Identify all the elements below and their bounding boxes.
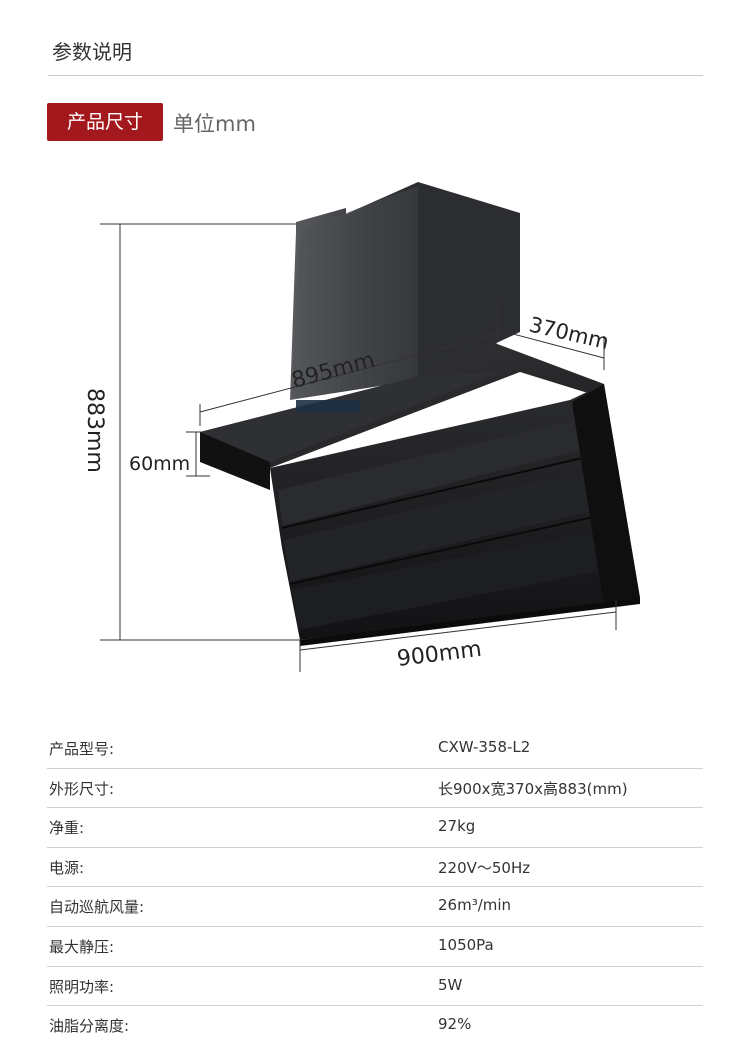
spec-key: 电源: (49, 858, 85, 877)
spec-key: 最大静压: (49, 937, 115, 956)
spec-key: 自动巡航风量: (49, 898, 145, 917)
range-hood-diagram: 883mm 60mm 895mm 370mm 900mm (82, 182, 640, 672)
spec-row: 自动巡航风量: 26m³/min (47, 887, 703, 927)
spec-row: 最大静压: 1050Pa (47, 927, 703, 967)
spec-value: 92% (438, 1015, 472, 1034)
spec-value: 长900x宽370x高883(mm) (438, 779, 628, 798)
height-dimension: 883mm (82, 223, 300, 641)
unit-label: 单位mm (173, 112, 256, 136)
spec-table: 产品型号: CXW-358-L2 外形尺寸: 长900x宽370x高883(mm… (47, 729, 703, 1045)
front-height-dimension: 60mm (129, 431, 210, 477)
spec-row: 产品型号: CXW-358-L2 (47, 729, 703, 769)
front-height-label: 60mm (129, 453, 190, 475)
spec-key: 油脂分离度: (49, 1017, 130, 1036)
title-divider (48, 75, 703, 76)
spec-row: 外形尺寸: 长900x宽370x高883(mm) (47, 769, 703, 809)
spec-value: 5W (438, 975, 463, 994)
height-label: 883mm (82, 388, 107, 473)
spec-value: 220V～50Hz (438, 858, 531, 877)
dimensions-badge: 产品尺寸 (47, 103, 163, 141)
spec-key: 外形尺寸: (49, 779, 115, 798)
spec-row: 净重: 27kg (47, 808, 703, 848)
spec-key: 产品型号: (49, 740, 115, 758)
depth-label: 370mm (527, 312, 611, 354)
hood-canopy (200, 342, 604, 490)
spec-row: 电源: 220V～50Hz (47, 848, 703, 888)
spec-key: 净重: (49, 819, 85, 838)
spec-value: 1050Pa (438, 935, 494, 954)
spec-row: 油脂分离度: 92% (47, 1006, 703, 1045)
spec-value: 26m³/min (438, 896, 512, 915)
spec-value: 27kg (438, 817, 476, 836)
spec-row: 照明功率: 5W (47, 967, 703, 1007)
hood-front-panel (270, 384, 640, 646)
spec-key: 照明功率: (49, 977, 115, 996)
page-title: 参数说明 (52, 40, 132, 64)
spec-value: CXW-358-L2 (438, 738, 531, 756)
hood-chimney (290, 182, 520, 400)
bottom-width-label: 900mm (396, 637, 483, 672)
